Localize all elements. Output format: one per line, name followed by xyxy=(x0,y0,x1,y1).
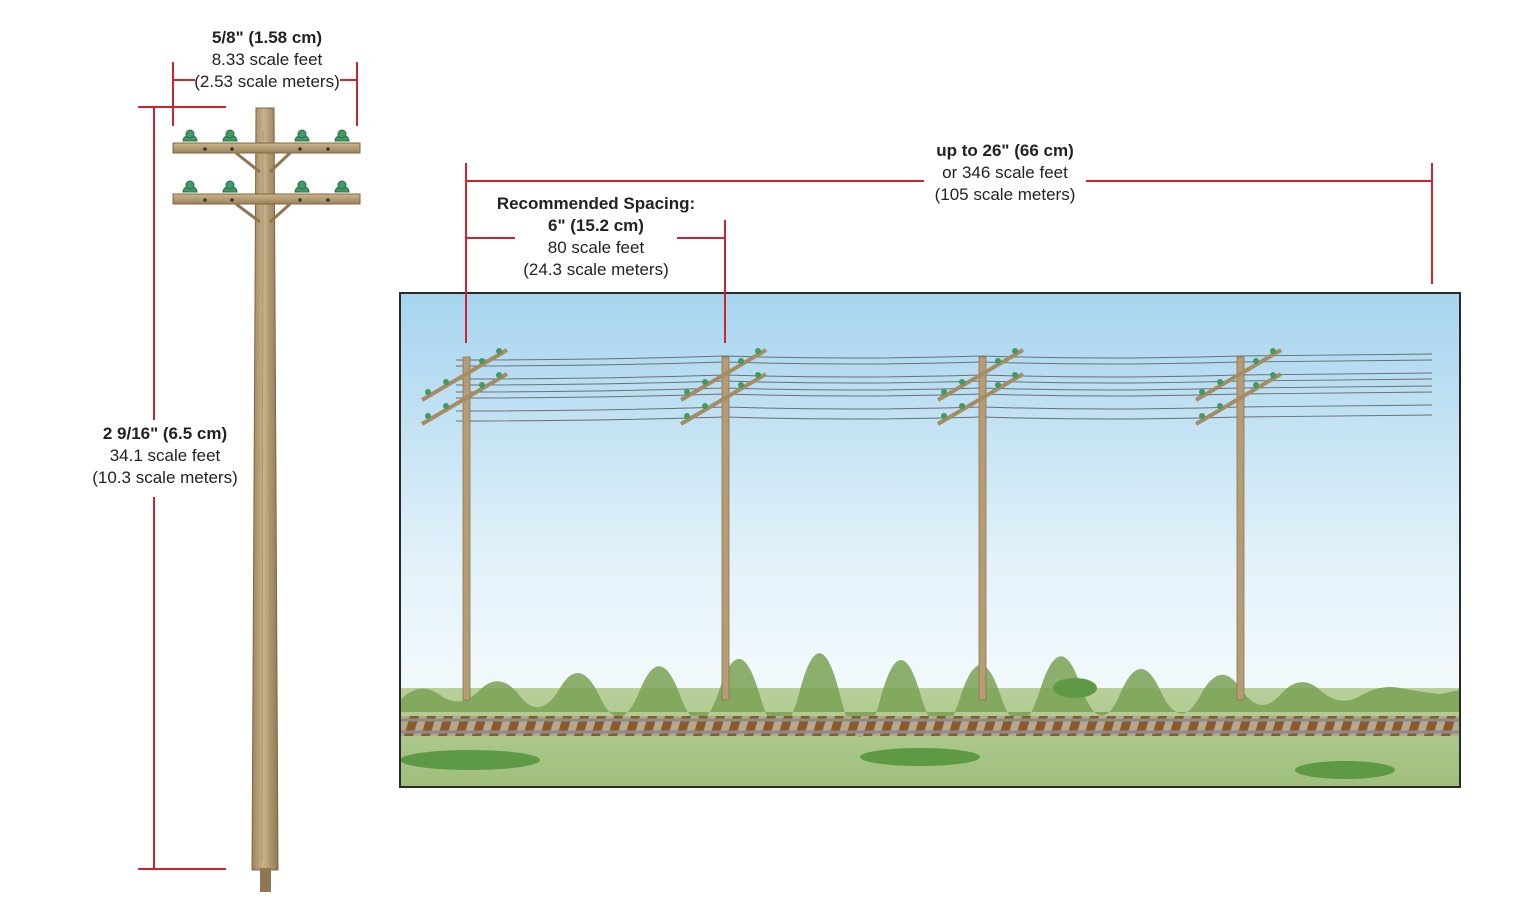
max-span-bold: up to 26" (66 cm) xyxy=(936,141,1074,160)
spacing-meters: (24.3 scale meters) xyxy=(523,260,669,279)
scene-poles xyxy=(420,348,1283,701)
scene-insulator xyxy=(1270,348,1276,354)
dimension-max-span xyxy=(465,163,1433,284)
power-wire xyxy=(455,385,1433,393)
label-pole-height: 2 9/16" (6.5 cm) 34.1 scale feet (10.3 s… xyxy=(78,423,252,489)
scene-pole xyxy=(420,348,509,701)
scene-crossarm-lower xyxy=(679,372,768,426)
spacing-feet: 80 scale feet xyxy=(547,238,645,257)
scene-insulator xyxy=(443,379,449,385)
crossarm-lower xyxy=(172,193,361,205)
scene-frame xyxy=(399,292,1461,788)
scene-insulator xyxy=(684,413,690,419)
scene-insulator xyxy=(1253,382,1259,388)
crossarm-bolts xyxy=(203,147,330,202)
pole-height-bold: 2 9/16" (6.5 cm) xyxy=(102,424,228,443)
scene-crossarm-lower xyxy=(420,372,509,426)
scene-pole xyxy=(679,348,768,701)
scene-insulator xyxy=(1217,403,1223,409)
pole-grain xyxy=(261,129,271,861)
scene-insulator xyxy=(1270,372,1276,378)
max-span-meters: (105 scale meters) xyxy=(934,185,1076,204)
pole-foot xyxy=(260,868,271,892)
scene-insulator xyxy=(941,413,947,419)
scene-insulator xyxy=(1012,348,1018,354)
scene-pole xyxy=(936,348,1025,701)
scene-pole-shaft xyxy=(462,356,471,701)
spacing-heading: Recommended Spacing: xyxy=(496,194,696,213)
scene-insulator xyxy=(755,348,761,354)
power-wire xyxy=(455,404,1433,412)
scene-insulator xyxy=(702,403,708,409)
dimension-pole-height xyxy=(138,106,226,870)
pole-shaft xyxy=(251,107,279,871)
scene-insulator xyxy=(995,358,1001,364)
scene-insulator xyxy=(941,389,947,395)
crossarm-braces xyxy=(235,151,292,224)
scene-insulator xyxy=(959,379,965,385)
scene-insulator xyxy=(425,389,431,395)
scene-insulator xyxy=(1217,379,1223,385)
scene-insulator xyxy=(738,382,744,388)
scene-insulator xyxy=(738,358,744,364)
scene-insulator xyxy=(684,389,690,395)
scene-crossarm-upper xyxy=(679,348,768,402)
label-max-span: up to 26" (66 cm) or 346 scale feet (105… xyxy=(924,140,1086,206)
detail-pole xyxy=(172,107,361,892)
scene-insulator xyxy=(443,403,449,409)
crossarm-width-bold: 5/8" (1.58 cm) xyxy=(211,28,323,47)
scene-insulator xyxy=(755,372,761,378)
pole-height-feet: 34.1 scale feet xyxy=(109,446,221,465)
scene-insulator xyxy=(479,358,485,364)
crossarm-width-feet: 8.33 scale feet xyxy=(211,50,323,69)
power-wire xyxy=(455,414,1433,422)
dimension-recommended-spacing xyxy=(465,220,726,343)
scene-insulator xyxy=(702,379,708,385)
railroad-track xyxy=(400,716,1460,736)
scene-pole-shaft xyxy=(1236,356,1245,701)
power-wire xyxy=(455,359,1433,367)
scene-insulator xyxy=(496,372,502,378)
power-wire xyxy=(455,378,1433,386)
grass-fringe xyxy=(400,653,1460,737)
scene-crossarm-lower xyxy=(936,372,1025,426)
scene-insulator xyxy=(496,348,502,354)
scene-panel xyxy=(399,292,1461,788)
scene-insulator xyxy=(995,382,1001,388)
scene-crossarm-upper xyxy=(1194,348,1283,402)
label-crossarm-width: 5/8" (1.58 cm) 8.33 scale feet (2.53 sca… xyxy=(186,27,348,93)
scene-pole-shaft xyxy=(721,356,730,701)
power-wire xyxy=(455,391,1433,399)
max-span-feet: or 346 scale feet xyxy=(942,163,1068,182)
scene-insulator xyxy=(1012,372,1018,378)
crossarm-width-meters: (2.53 scale meters) xyxy=(194,72,340,91)
insulators-upper xyxy=(182,129,350,142)
crossarm-upper xyxy=(172,142,361,154)
pole-height-meters: (10.3 scale meters) xyxy=(92,468,238,487)
scene-crossarm-upper xyxy=(936,348,1025,402)
power-wires xyxy=(455,353,1433,422)
scene-pole-shaft xyxy=(978,356,987,701)
scene-crossarm-upper xyxy=(420,348,509,402)
foreground-grass xyxy=(400,678,1395,779)
insulators-lower xyxy=(182,180,350,193)
scene-insulator xyxy=(959,403,965,409)
power-wire xyxy=(455,372,1433,380)
label-recommended-spacing: Recommended Spacing: 6" (15.2 cm) 80 sca… xyxy=(481,193,711,281)
scene-insulator xyxy=(1199,389,1205,395)
scene-pole xyxy=(1194,348,1283,701)
scene-insulator xyxy=(479,382,485,388)
power-wire xyxy=(455,353,1433,361)
spacing-bold: 6" (15.2 cm) xyxy=(548,216,644,235)
scene-insulator xyxy=(1253,358,1259,364)
scene-insulator xyxy=(1199,413,1205,419)
dimension-crossarm-width xyxy=(172,62,358,126)
scene-insulator xyxy=(425,413,431,419)
scene-crossarm-lower xyxy=(1194,372,1283,426)
